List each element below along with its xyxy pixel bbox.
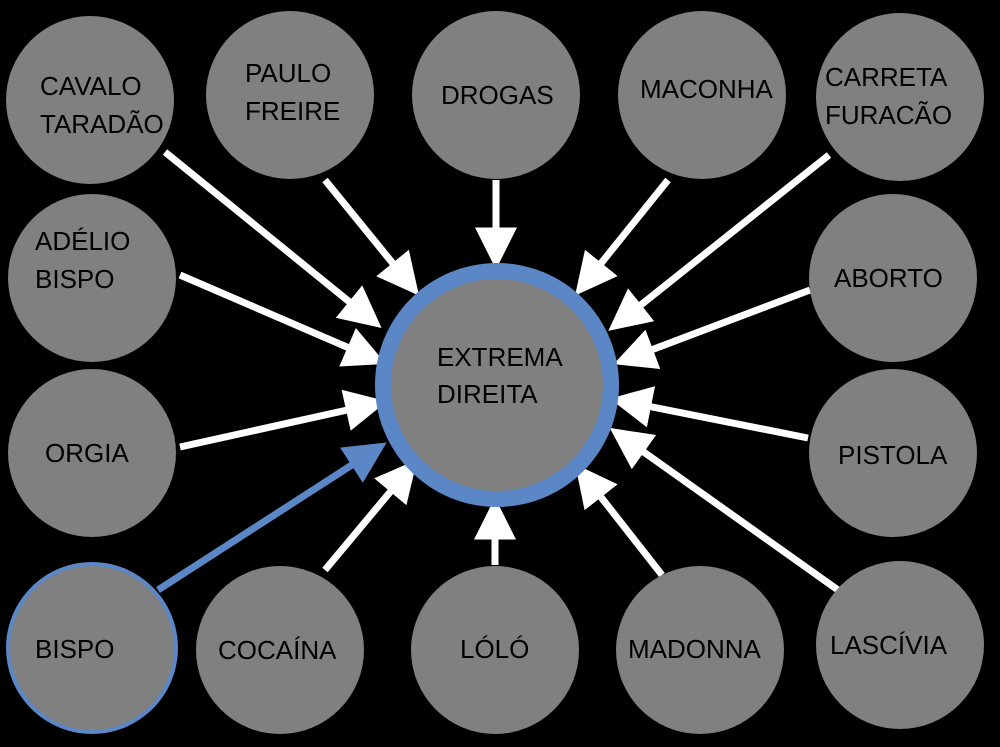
node-madonna: MADONNA xyxy=(616,566,784,734)
node-label-pistola-1: PISTOLA xyxy=(838,440,948,470)
arrow-adelio-bispo xyxy=(178,271,387,367)
node-label-cavalo-taradao-1: CAVALO xyxy=(40,71,142,101)
node-label-carreta-furacao-1: CARRETA xyxy=(825,62,948,92)
node-cocaina: COCAÍNA xyxy=(196,566,364,734)
node-label-aborto-1: ABORTO xyxy=(834,263,943,293)
node-label-maconha-1: MACONHA xyxy=(640,74,774,104)
node-label-drogas-1: DROGAS xyxy=(441,80,554,110)
center-node: EXTREMA DIREITA xyxy=(375,263,619,507)
node-label-adelio-bispo-2: BISPO xyxy=(35,264,114,294)
node-circle-maconha xyxy=(618,11,786,179)
node-paulo-freire: PAULO FREIRE xyxy=(206,11,374,179)
node-bispo: BISPO xyxy=(6,562,178,734)
node-label-cocaina-1: COCAÍNA xyxy=(218,635,337,665)
arrow-bispo xyxy=(156,442,387,593)
node-circle-bispo xyxy=(6,562,178,734)
arrow-maconha xyxy=(575,177,671,296)
node-label-cavalo-taradao-2: TARADÃO xyxy=(40,109,164,139)
center-circle xyxy=(391,279,603,491)
node-label-adelio-bispo-1: ADÉLIO xyxy=(35,226,130,256)
node-circle-pistola xyxy=(809,369,977,537)
node-label-lolo-1: LÓLÓ xyxy=(460,634,529,664)
arrow-cavalo-taradao xyxy=(162,149,382,329)
node-label-lascivia-1: LASCÍVIA xyxy=(830,630,948,660)
node-label-carreta-furacao-2: FURACÃO xyxy=(825,100,952,130)
node-circle-carreta-furacao xyxy=(816,13,984,181)
node-circle-lolo xyxy=(411,566,579,734)
node-circle-drogas xyxy=(412,11,580,179)
arrows-layer xyxy=(156,149,841,593)
node-circle-cocaina xyxy=(196,566,364,734)
nodes-layer: CAVALO TARADÃO PAULO FREIRE DROGAS MACONHA CAR… xyxy=(6,11,984,734)
node-orgia: ORGIA xyxy=(8,369,176,537)
arrow-paulo-freire xyxy=(322,177,420,296)
arrow-madonna xyxy=(575,464,665,578)
node-cavalo-taradao: CAVALO TARADÃO xyxy=(6,16,174,184)
node-circle-cavalo-taradao xyxy=(6,16,174,184)
arrow-aborto xyxy=(613,286,812,369)
node-maconha: MACONHA xyxy=(618,11,786,179)
center-label-line-2: DIREITA xyxy=(437,379,538,409)
center-label-line-1: EXTREMA xyxy=(437,342,563,372)
arrow-carreta-furacao xyxy=(608,152,832,331)
node-pistola: PISTOLA xyxy=(809,369,977,537)
node-lolo: LÓLÓ xyxy=(411,566,579,734)
node-circle-adelio-bispo xyxy=(8,194,176,362)
node-drogas: DROGAS xyxy=(412,11,580,179)
node-label-paulo-freire-2: FREIRE xyxy=(245,96,340,126)
arrow-orgia xyxy=(179,389,388,451)
arrow-cocaina xyxy=(322,459,418,573)
node-circle-paulo-freire xyxy=(206,11,374,179)
node-aborto: ABORTO xyxy=(809,194,977,362)
node-adelio-bispo: ADÉLIO BISPO xyxy=(8,194,176,362)
node-label-paulo-freire-1: PAULO xyxy=(245,58,331,88)
node-carreta-furacao: CARRETA FURACÃO xyxy=(816,13,984,181)
node-circle-lascivia xyxy=(816,561,984,729)
node-label-madonna-1: MADONNA xyxy=(628,634,762,664)
node-label-bispo-1: BISPO xyxy=(35,634,114,664)
node-circle-orgia xyxy=(8,369,176,537)
arrow-pistola xyxy=(609,386,809,442)
node-circle-madonna xyxy=(616,566,784,734)
node-lascivia: LASCÍVIA xyxy=(816,561,984,729)
node-label-orgia-1: ORGIA xyxy=(45,438,129,468)
arrow-lascivia xyxy=(609,427,841,593)
node-circle-aborto xyxy=(809,194,977,362)
